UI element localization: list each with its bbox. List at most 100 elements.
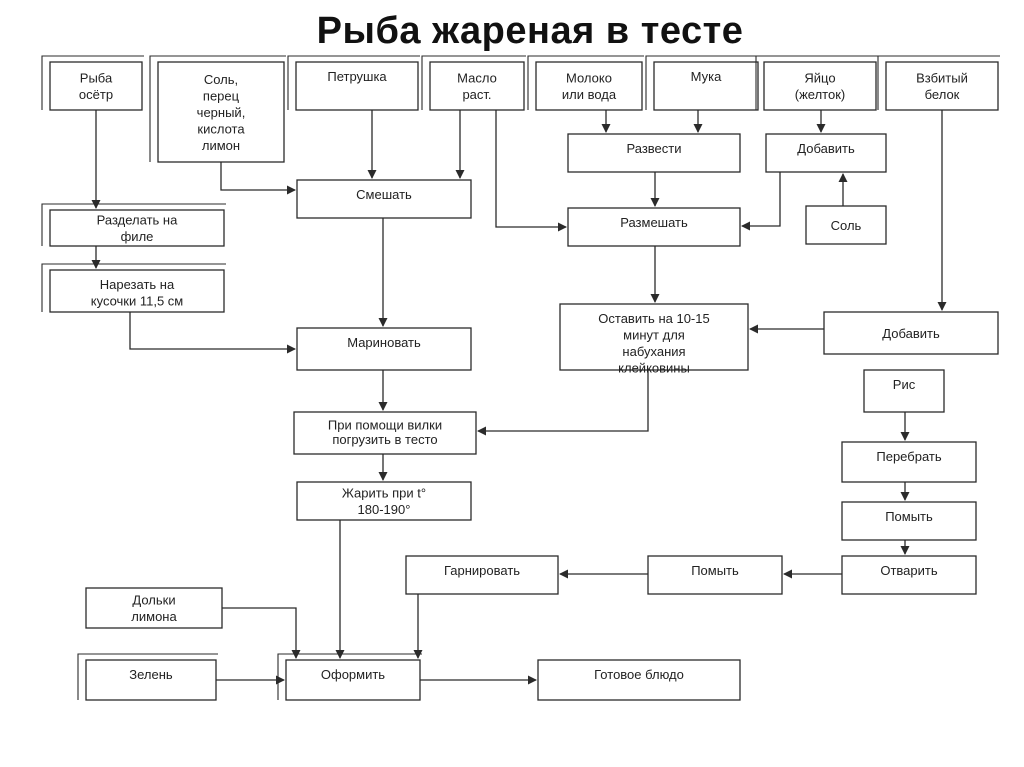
box-shadow: [77, 653, 218, 700]
box-shadow: [755, 55, 878, 110]
arrow-addyolk-stir: [741, 172, 781, 231]
arrow-salt-mix: [220, 162, 296, 195]
box: [559, 303, 749, 371]
node-flour: Мука: [645, 55, 760, 111]
box: [763, 61, 877, 111]
node-garnish: Гарнировать: [405, 555, 559, 595]
box-shadow: [277, 653, 422, 700]
node-label: Рис: [893, 377, 916, 392]
box-shadow: [645, 55, 760, 110]
node-mix: Смешать: [296, 179, 472, 219]
node-fry: Жарить при t°180-190°: [296, 481, 472, 521]
node-label: Помыть: [691, 563, 739, 578]
node-add-yolk: Добавить: [765, 133, 887, 173]
box-shadow: [41, 55, 144, 110]
box: [537, 659, 741, 701]
node-label: Оформить: [321, 667, 385, 682]
box-shadow: [527, 55, 644, 110]
node-label: Гарнировать: [444, 563, 520, 578]
node-greens: Зелень: [77, 653, 218, 701]
node-label: Размешать: [620, 215, 688, 230]
box-shadow: [41, 203, 226, 246]
box: [296, 327, 472, 371]
arrow-leave-fork: [477, 370, 649, 436]
box-shadow: [877, 55, 1000, 110]
node-label: Добавить: [882, 326, 940, 341]
box: [805, 205, 887, 245]
node-stir: Размешать: [567, 207, 741, 247]
node-wash2: Помыть: [647, 555, 783, 595]
node-salt: Соль: [805, 205, 887, 245]
node-label: Мариновать: [347, 335, 421, 350]
box: [405, 555, 559, 595]
node-label: Соль: [831, 218, 862, 233]
box: [841, 555, 977, 595]
arrow-oil-stir: [495, 110, 567, 232]
box: [295, 61, 419, 111]
arrow-cut-marinate: [129, 312, 296, 354]
arrow-lemon-serve: [222, 607, 301, 659]
box: [765, 133, 887, 173]
node-label: Добавить: [797, 141, 855, 156]
box: [296, 179, 472, 219]
box: [823, 311, 999, 355]
box: [653, 61, 759, 111]
box-shadow: [149, 55, 286, 162]
node-marinate: Мариновать: [296, 327, 472, 371]
box: [429, 61, 525, 111]
box-shadow: [421, 55, 526, 110]
node-label: Смешать: [356, 187, 412, 202]
node-label: Зелень: [129, 667, 173, 682]
node-label: Петрушка: [327, 69, 387, 84]
node-sort: Перебрать: [841, 441, 977, 483]
box: [535, 61, 643, 111]
box: [567, 133, 741, 173]
node-rice: Рис: [863, 369, 945, 413]
box-shadow: [41, 263, 226, 312]
box: [85, 587, 223, 629]
box: [293, 411, 477, 455]
box: [647, 555, 783, 595]
box: [157, 61, 285, 163]
node-label: Помыть: [885, 509, 933, 524]
node-label: Перебрать: [876, 449, 941, 464]
node-serve: Оформить: [277, 653, 422, 701]
node-add-white: Добавить: [823, 311, 999, 355]
box: [296, 481, 472, 521]
box-shadow: [287, 55, 420, 110]
node-dish: Готовое блюдо: [537, 659, 741, 701]
node-wash1: Помыть: [841, 501, 977, 541]
node-parsley: Петрушка: [287, 55, 420, 111]
diagram-title: Рыба жареная в тесте: [316, 10, 744, 52]
node-label: Яйцо(желток): [795, 71, 845, 103]
node-label: Развести: [627, 141, 682, 156]
box: [49, 209, 225, 247]
box: [885, 61, 999, 111]
box: [841, 441, 977, 483]
node-label: Отварить: [880, 563, 938, 578]
box: [285, 659, 421, 701]
node-dilute: Развести: [567, 133, 741, 173]
box: [49, 61, 143, 111]
node-label: Готовое блюдо: [594, 667, 684, 682]
